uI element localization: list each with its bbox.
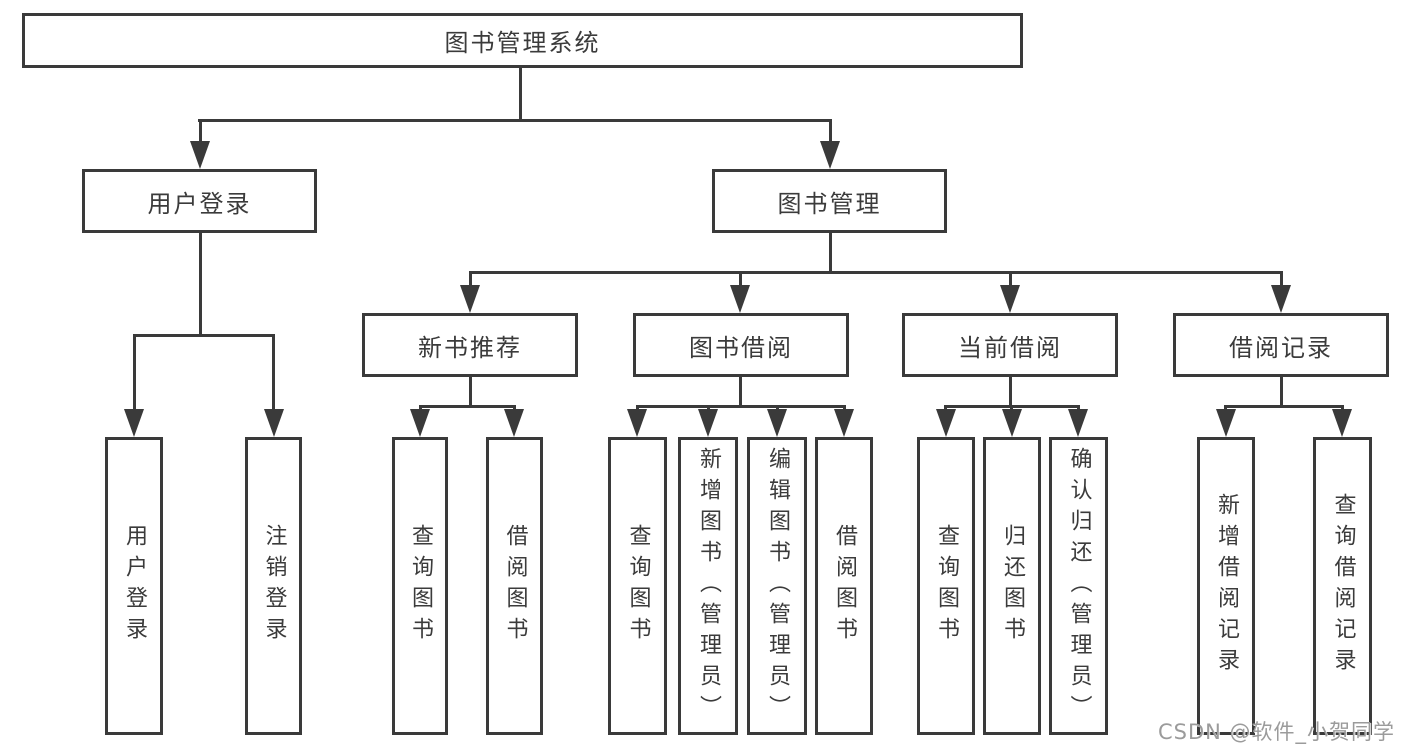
connector-level3-rail bbox=[469, 271, 1282, 274]
leaf-borrow-borrow: 借阅图书 bbox=[815, 437, 873, 735]
leaf-new-books-query: 查询图书 bbox=[392, 437, 448, 735]
connector-borrow-records-rail bbox=[1224, 405, 1343, 408]
node-current-borrow-label: 当前借阅 bbox=[958, 333, 1062, 362]
node-book-mgmt-label: 图书管理 bbox=[777, 189, 882, 218]
leaf-label: 新增图书（管理员） bbox=[696, 446, 721, 726]
connector-user-login-rail bbox=[133, 334, 274, 337]
node-book-mgmt: 图书管理 bbox=[712, 169, 947, 233]
connector-current-borrow-stem bbox=[1009, 377, 1012, 407]
connector-drop-user-login bbox=[199, 119, 202, 145]
arrow-down-icon bbox=[1271, 285, 1291, 313]
leaf-label: 编辑图书（管理员） bbox=[765, 446, 790, 726]
node-root-label: 图书管理系统 bbox=[444, 29, 601, 57]
arrow-down-icon bbox=[504, 409, 524, 437]
leaf-current-query: 查询图书 bbox=[917, 437, 975, 735]
leaf-label: 查询图书 bbox=[934, 524, 959, 648]
connector-drop-new-books bbox=[469, 271, 472, 289]
leaf-label: 新增借阅记录 bbox=[1214, 493, 1239, 679]
connector-user-login-stem bbox=[199, 233, 202, 336]
arrow-down-icon bbox=[460, 285, 480, 313]
arrow-down-icon bbox=[264, 409, 284, 437]
node-user-login-label: 用户登录 bbox=[147, 189, 252, 218]
connector-book-borrow-stem bbox=[739, 377, 742, 407]
arrow-down-icon bbox=[834, 409, 854, 437]
node-new-books-label: 新书推荐 bbox=[418, 333, 522, 362]
node-book-borrow-label: 图书借阅 bbox=[689, 333, 793, 362]
arrow-down-icon bbox=[410, 409, 430, 437]
leaf-label: 查询图书 bbox=[625, 524, 651, 648]
connector-drop-current-borrow bbox=[1009, 271, 1012, 289]
node-user-login: 用户登录 bbox=[82, 169, 317, 233]
leaf-borrow-query: 查询图书 bbox=[608, 437, 667, 735]
arrow-down-icon bbox=[730, 285, 750, 313]
leaf-user-login: 用户登录 bbox=[105, 437, 163, 735]
connector-drop-leaf bbox=[133, 334, 136, 412]
connector-root-stem bbox=[519, 68, 522, 122]
arrow-down-icon bbox=[124, 409, 144, 437]
connector-level2-rail bbox=[198, 119, 831, 122]
leaf-label: 借阅图书 bbox=[502, 524, 528, 648]
leaf-label: 归还图书 bbox=[1000, 524, 1025, 648]
connector-book-borrow-rail bbox=[636, 405, 845, 408]
node-root: 图书管理系统 bbox=[22, 13, 1023, 68]
connector-book-mgmt-stem bbox=[829, 233, 832, 273]
arrow-down-icon bbox=[190, 141, 210, 169]
arrow-down-icon bbox=[767, 409, 787, 437]
leaf-label: 注销登录 bbox=[261, 524, 287, 648]
leaf-label: 确认归还（管理员） bbox=[1066, 446, 1092, 726]
arrow-down-icon bbox=[1216, 409, 1236, 437]
connector-new-books-rail bbox=[419, 405, 516, 408]
arrow-down-icon bbox=[936, 409, 956, 437]
arrow-down-icon bbox=[820, 141, 840, 169]
arrow-down-icon bbox=[1332, 409, 1352, 437]
leaf-label: 查询借阅记录 bbox=[1330, 493, 1356, 679]
leaf-borrow-add-admin: 新增图书（管理员） bbox=[678, 437, 738, 735]
leaf-logout: 注销登录 bbox=[245, 437, 302, 735]
connector-borrow-records-stem bbox=[1280, 377, 1283, 407]
leaf-current-return: 归还图书 bbox=[983, 437, 1041, 735]
arrow-down-icon bbox=[1002, 409, 1022, 437]
leaf-label: 用户登录 bbox=[122, 524, 147, 648]
arrow-down-icon bbox=[1068, 409, 1088, 437]
arrow-down-icon bbox=[1000, 285, 1020, 313]
leaf-new-books-borrow: 借阅图书 bbox=[486, 437, 543, 735]
leaf-records-add: 新增借阅记录 bbox=[1197, 437, 1255, 735]
node-book-borrow: 图书借阅 bbox=[633, 313, 849, 377]
leaf-label: 查询图书 bbox=[408, 524, 433, 648]
leaf-borrow-edit-admin: 编辑图书（管理员） bbox=[747, 437, 807, 735]
connector-drop-leaf bbox=[272, 334, 275, 412]
connector-drop-book-mgmt bbox=[829, 119, 832, 145]
arrow-down-icon bbox=[627, 409, 647, 437]
node-new-books: 新书推荐 bbox=[362, 313, 578, 377]
connector-drop-book-borrow bbox=[739, 271, 742, 289]
node-borrow-records-label: 借阅记录 bbox=[1229, 333, 1333, 362]
node-current-borrow: 当前借阅 bbox=[902, 313, 1118, 377]
arrow-down-icon bbox=[698, 409, 718, 437]
node-borrow-records: 借阅记录 bbox=[1173, 313, 1389, 377]
connector-drop-borrow-records bbox=[1280, 271, 1283, 289]
leaf-label: 借阅图书 bbox=[832, 524, 857, 648]
connector-new-books-stem bbox=[469, 377, 472, 407]
csdn-watermark: CSDN @软件_小贺同学 bbox=[1158, 720, 1396, 744]
leaf-records-query: 查询借阅记录 bbox=[1313, 437, 1372, 735]
leaf-current-confirm-admin: 确认归还（管理员） bbox=[1049, 437, 1108, 735]
